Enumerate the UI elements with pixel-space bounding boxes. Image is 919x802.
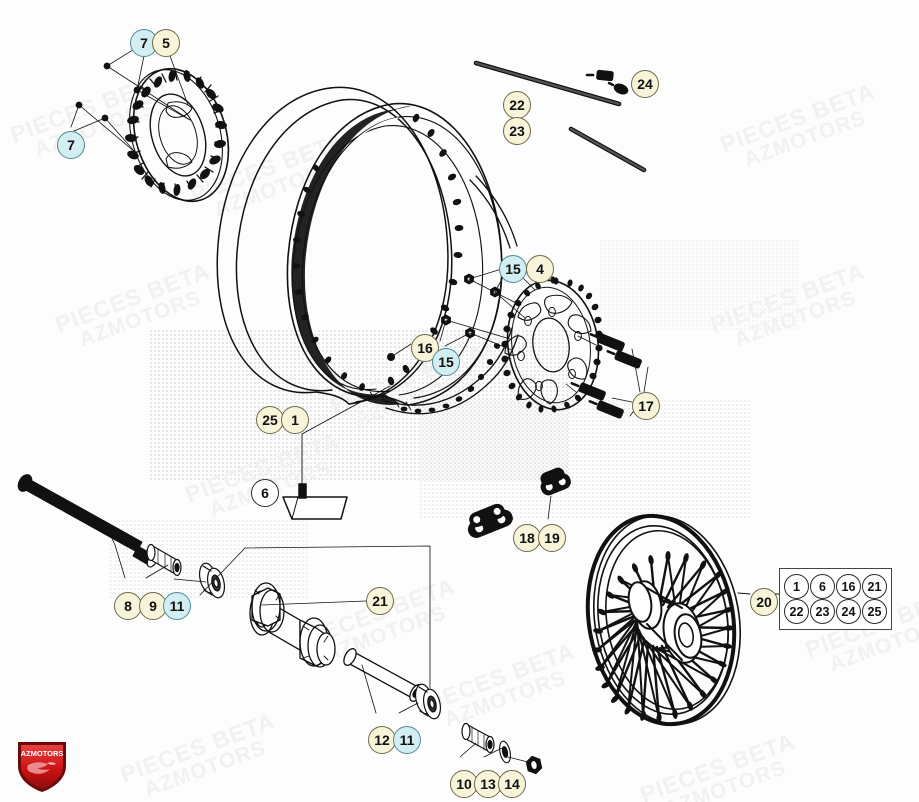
background-texture bbox=[420, 400, 750, 520]
rear-sprocket-art bbox=[501, 276, 603, 413]
callout-18[interactable]: 18 bbox=[513, 524, 541, 552]
callout-6[interactable]: 6 bbox=[251, 479, 279, 507]
wheel-hub-art bbox=[249, 582, 336, 668]
legend-item-1[interactable]: 1 bbox=[784, 574, 809, 599]
brake-disc-art bbox=[125, 67, 230, 203]
background-texture bbox=[150, 330, 570, 480]
rim-art bbox=[286, 102, 503, 411]
background-texture bbox=[600, 240, 800, 330]
sprocket-teeth bbox=[501, 277, 603, 413]
axle-nut-art bbox=[525, 755, 543, 775]
callout-4[interactable]: 4 bbox=[526, 255, 554, 283]
spacer-bush-art bbox=[461, 722, 495, 754]
callout-20[interactable]: 20 bbox=[750, 588, 778, 616]
callout-10[interactable]: 10 bbox=[450, 770, 478, 798]
callout-11[interactable]: 11 bbox=[163, 592, 191, 620]
callout-5[interactable]: 5 bbox=[152, 29, 180, 57]
axle-spacer-art bbox=[146, 543, 182, 577]
callout-21[interactable]: 21 bbox=[366, 587, 394, 615]
callout-15[interactable]: 15 bbox=[499, 255, 527, 283]
logo-text: AZMOTORS bbox=[21, 749, 64, 758]
legend-row: 22 23 24 25 bbox=[784, 599, 887, 624]
callout-9[interactable]: 9 bbox=[139, 592, 167, 620]
azmotors-shield-logo: AZMOTORS bbox=[14, 738, 70, 794]
washer-art bbox=[499, 740, 511, 764]
legend-item-16[interactable]: 16 bbox=[836, 574, 861, 599]
legend-item-22[interactable]: 22 bbox=[784, 599, 809, 624]
background-texture bbox=[110, 520, 310, 600]
callout-17[interactable]: 17 bbox=[632, 392, 660, 420]
legend-item-23[interactable]: 23 bbox=[810, 599, 835, 624]
callout-13[interactable]: 13 bbox=[474, 770, 502, 798]
legend-item-24[interactable]: 24 bbox=[836, 599, 861, 624]
disc-bolt-leaders bbox=[70, 42, 191, 153]
callout-7-second[interactable]: 7 bbox=[57, 131, 85, 159]
wheel-bearing-art-2 bbox=[414, 683, 442, 720]
callout-23[interactable]: 23 bbox=[503, 117, 531, 145]
complete-wheel-art bbox=[585, 513, 742, 727]
legend-item-21[interactable]: 21 bbox=[862, 574, 887, 599]
callout-14[interactable]: 14 bbox=[498, 770, 526, 798]
hub-spacer-tube-art bbox=[343, 648, 423, 702]
wheel-bearing-art bbox=[198, 562, 226, 599]
callout-8[interactable]: 8 bbox=[114, 592, 142, 620]
assembly-legend-box: 1 6 16 21 22 23 24 25 bbox=[779, 568, 892, 630]
legend-item-25[interactable]: 25 bbox=[862, 599, 887, 624]
callout-1[interactable]: 1 bbox=[281, 406, 309, 434]
legend-row: 1 6 16 21 bbox=[784, 574, 887, 599]
callout-11-second[interactable]: 11 bbox=[393, 726, 421, 754]
callout-22[interactable]: 22 bbox=[503, 91, 531, 119]
callout-12[interactable]: 12 bbox=[368, 726, 396, 754]
wheel-axle-art bbox=[17, 474, 158, 568]
callout-24[interactable]: 24 bbox=[631, 70, 659, 98]
callout-19[interactable]: 19 bbox=[538, 524, 566, 552]
callout-25[interactable]: 25 bbox=[256, 406, 284, 434]
legend-item-6[interactable]: 6 bbox=[810, 574, 835, 599]
callout-15-second[interactable]: 15 bbox=[432, 348, 460, 376]
spoke-art bbox=[473, 60, 647, 173]
spoke-nipple-art bbox=[585, 69, 629, 95]
